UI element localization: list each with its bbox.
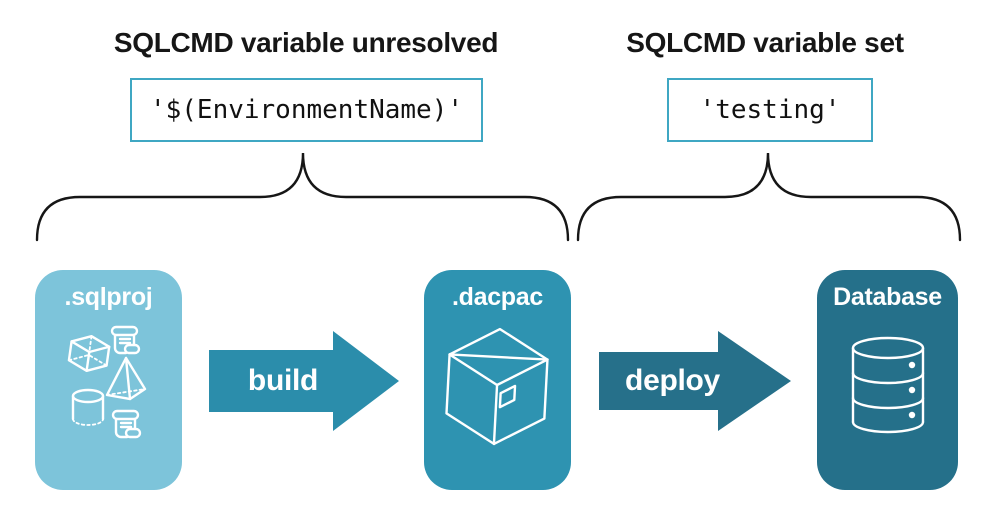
cube-icon xyxy=(67,334,111,373)
set-code-box: 'testing' xyxy=(667,78,873,142)
unresolved-code-box: '$(EnvironmentName)' xyxy=(130,78,483,142)
sqlproj-card: .sqlproj xyxy=(35,270,182,490)
database-card: Database xyxy=(817,270,958,490)
unresolved-heading: SQLCMD variable unresolved xyxy=(113,27,499,58)
right-arrow-icon xyxy=(599,331,791,431)
deploy-label: deploy xyxy=(625,364,720,397)
dacpac-card: .dacpac xyxy=(424,270,571,490)
sql-objects-icon xyxy=(67,325,147,439)
database-cylinder-icon xyxy=(851,336,925,434)
cylinder-icon xyxy=(71,388,105,426)
script-icon xyxy=(111,409,142,439)
right-arrow-icon xyxy=(209,331,399,431)
set-heading: SQLCMD variable set xyxy=(626,27,904,58)
right-brace-icon xyxy=(576,152,962,242)
pyramid-icon xyxy=(105,356,147,401)
left-brace-icon xyxy=(35,152,570,242)
dacpac-label: .dacpac xyxy=(451,283,543,311)
deploy-arrow: deploy xyxy=(599,331,791,431)
unresolved-code-text: '$(EnvironmentName)' xyxy=(149,95,464,125)
set-code-text: 'testing' xyxy=(699,95,841,125)
database-label: Database xyxy=(833,283,942,311)
build-arrow: build xyxy=(209,331,399,431)
script-icon xyxy=(110,325,141,355)
build-label: build xyxy=(247,364,319,397)
sqlproj-label: .sqlproj xyxy=(64,283,153,311)
package-box-icon xyxy=(445,327,549,446)
